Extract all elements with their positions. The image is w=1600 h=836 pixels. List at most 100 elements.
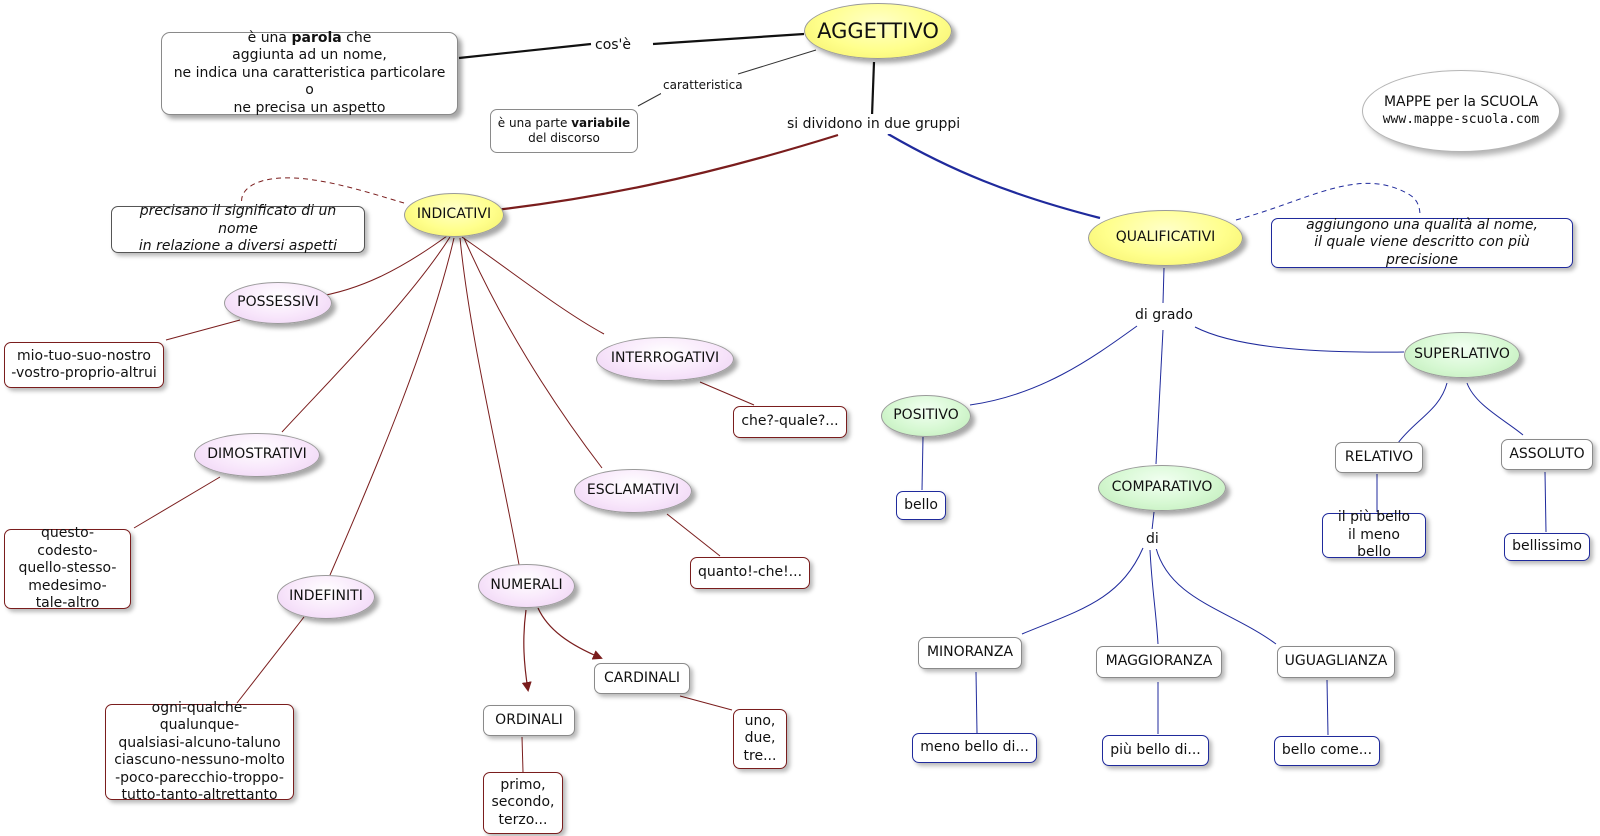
minoranza-example[interactable]: meno bello di... (912, 733, 1037, 763)
link-numerali-cardinali (537, 607, 603, 660)
assoluto-example[interactable]: bellissimo (1504, 533, 1590, 561)
link-label-caratteristica: caratteristica (661, 76, 745, 94)
esclamativi-title: ESCLAMATIVI (586, 482, 680, 499)
positivo-title: POSITIVO (893, 407, 959, 424)
ordinali-examples[interactable]: primo, secondo, terzo... (483, 772, 563, 834)
link-possessivi-examples (165, 319, 241, 341)
dimostrativi-examples[interactable]: questo-codesto- quello-stesso- medesimo-… (4, 525, 131, 611)
link-interrogativi-examples (699, 381, 755, 406)
link-qualificativi-note (1235, 182, 1421, 221)
definition-bold-word: parola (291, 29, 342, 46)
node-superlativo[interactable]: SUPERLATIVO (1404, 332, 1520, 378)
root-title: AGGETTIVO (817, 18, 939, 43)
link-caratteristica-variabile (637, 92, 663, 107)
esclamativi-examples[interactable]: quanto!-che!... (690, 557, 810, 589)
indefiniti-examples[interactable]: ogni-qualche-qualunque- qualsiasi-alcuno… (105, 700, 294, 803)
dimostrativi-title: DIMOSTRATIVI (207, 446, 307, 463)
cardinali-examples[interactable]: uno, due, tre... (733, 709, 787, 769)
link-cos-e-definition (458, 42, 592, 60)
ordinali-title: ORDINALI (495, 711, 563, 728)
link-uguaglianza-example (1326, 679, 1329, 736)
node-dimostrativi[interactable]: DIMOSTRATIVI (194, 433, 320, 477)
link-label-due-gruppi: si dividono in due gruppi (785, 114, 963, 134)
interrogativi-examples[interactable]: che?-quale?... (733, 406, 847, 438)
superlativo-title: SUPERLATIVO (1414, 346, 1510, 363)
link-label-di: di (1144, 529, 1161, 549)
node-qualificativi[interactable]: QUALIFICATIVI (1088, 210, 1243, 266)
possessivi-title: POSSESSIVI (237, 294, 319, 311)
link-root-cos-e (652, 32, 805, 46)
indicativi-note[interactable]: precisano il significato di un nome in r… (111, 203, 365, 254)
maggioranza-title: MAGGIORANZA (1105, 653, 1213, 670)
interrogativi-title: INTERROGATIVI (610, 350, 720, 367)
link-indicativi-indefiniti (329, 237, 455, 576)
minoranza-title: MINORANZA (926, 644, 1014, 661)
node-esclamativi[interactable]: ESCLAMATIVI (574, 469, 692, 513)
watermark-line2: www.mappe-scuola.com (1382, 111, 1540, 127)
node-numerali[interactable]: NUMERALI (478, 564, 575, 608)
positivo-example[interactable]: bello (896, 491, 946, 520)
node-possessivi[interactable]: POSSESSIVI (224, 282, 332, 324)
relativo-title: RELATIVO (1344, 448, 1414, 465)
link-positivo-example (921, 436, 924, 491)
assoluto-title: ASSOLUTO (1509, 445, 1585, 462)
link-cardinali-examples (679, 695, 733, 711)
indicativi-title: INDICATIVI (416, 206, 492, 223)
link-comparativo-di (1151, 511, 1155, 531)
link-grado-positivo (969, 325, 1138, 406)
link-indicativi-esclamativi (463, 237, 603, 469)
node-indicativi[interactable]: INDICATIVI (404, 193, 504, 237)
link-grado-comparativo (1155, 329, 1164, 465)
link-root-caratteristica (737, 49, 817, 75)
indefiniti-title: INDEFINITI (289, 588, 363, 605)
node-uguaglianza[interactable]: UGUAGLIANZA (1277, 646, 1395, 678)
variabile-bold-word: variabile (571, 116, 631, 130)
maggioranza-example[interactable]: più bello di... (1102, 735, 1209, 766)
node-minoranza[interactable]: MINORANZA (918, 637, 1022, 669)
link-di-uguaglianza (1155, 547, 1277, 645)
relativo-example[interactable]: il più bello il meno bello (1322, 509, 1426, 560)
uguaglianza-example[interactable]: bello come... (1274, 736, 1380, 766)
link-assoluto-example (1544, 471, 1547, 533)
link-indicativi-note (241, 177, 405, 205)
link-indicativi-dimostrativi (281, 236, 451, 433)
node-interrogativi[interactable]: INTERROGATIVI (596, 337, 734, 381)
node-indefiniti[interactable]: INDEFINITI (277, 575, 375, 619)
node-ordinali[interactable]: ORDINALI (483, 705, 575, 736)
link-minoranza-example (975, 671, 978, 734)
link-indicativi-numerali (459, 237, 521, 571)
link-numerali-ordinali (521, 609, 532, 692)
link-dimostrativi-examples (133, 476, 221, 529)
link-grado-superlativo (1194, 326, 1405, 353)
definition-box[interactable]: è una parola che aggiunta ad un nome, ne… (161, 29, 458, 116)
qualificativi-note[interactable]: aggiungono una qualità al nome, il quale… (1271, 217, 1573, 268)
node-positivo[interactable]: POSITIVO (881, 395, 971, 437)
link-label-di-grado: di grado (1133, 305, 1195, 325)
link-gruppi-qualificativi (887, 133, 1101, 220)
link-root-gruppi (870, 61, 876, 117)
link-qualificativi-grado (1162, 267, 1165, 304)
node-relativo[interactable]: RELATIVO (1335, 442, 1423, 473)
variabile-text: è una parte variabile del discorso (497, 116, 631, 145)
node-cardinali[interactable]: CARDINALI (594, 663, 690, 694)
link-superlativo-assoluto (1466, 382, 1524, 436)
link-label-cos-e: cos'è (593, 36, 634, 54)
node-assoluto[interactable]: ASSOLUTO (1501, 439, 1593, 470)
comparativo-title: COMPARATIVO (1111, 479, 1213, 496)
link-indicativi-possessivi (314, 235, 448, 298)
link-di-minoranza (1021, 547, 1144, 635)
possessivi-examples[interactable]: mio-tuo-suo-nostro -vostro-proprio-altru… (4, 342, 164, 388)
root-node-aggettivo[interactable]: AGGETTIVO (804, 3, 952, 59)
link-indicativi-interrogativi (461, 236, 605, 335)
variabile-box[interactable]: è una parte variabile del discorso (490, 109, 638, 153)
link-indefiniti-examples (236, 616, 305, 704)
node-maggioranza[interactable]: MAGGIORANZA (1096, 646, 1222, 678)
node-comparativo[interactable]: COMPARATIVO (1098, 465, 1226, 511)
uguaglianza-title: UGUAGLIANZA (1284, 653, 1388, 670)
definition-text: è una parola che aggiunta ad un nome, ne… (173, 29, 446, 116)
link-ordinali-examples (521, 736, 524, 773)
numerali-title: NUMERALI (490, 577, 563, 594)
link-di-maggioranza (1149, 549, 1159, 645)
